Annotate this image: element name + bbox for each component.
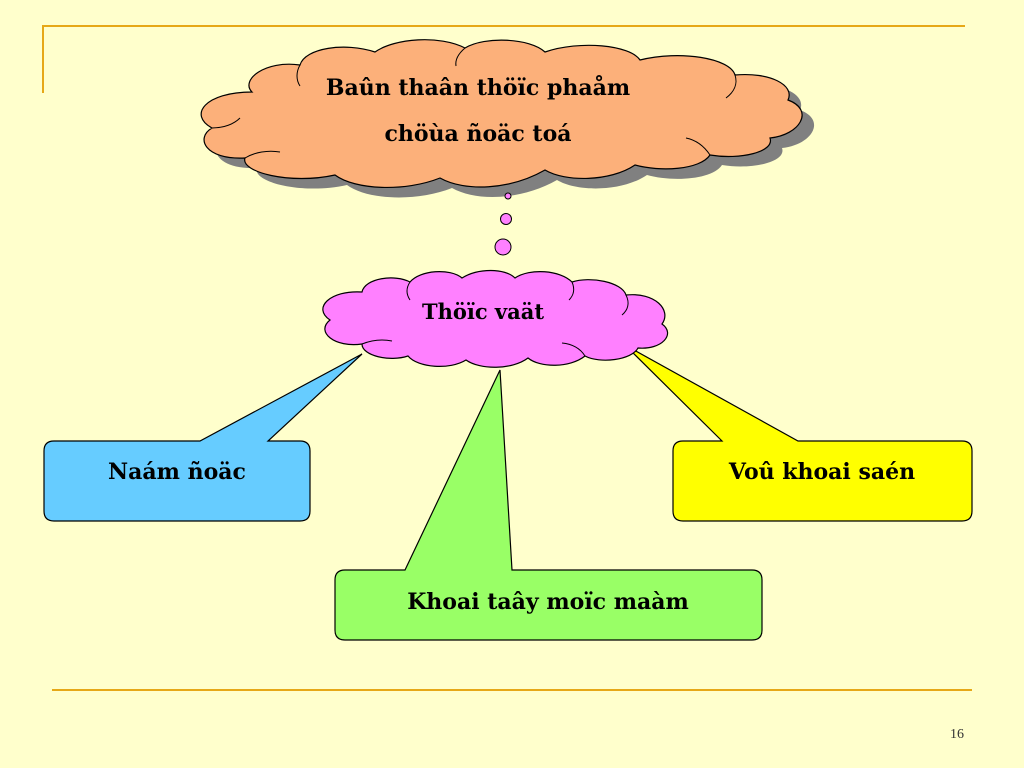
callout-cassava-shape <box>624 344 973 522</box>
callout-mushroom-shape <box>43 353 363 522</box>
thought-cloud-line1: Baûn thaân thöïc phaåm <box>326 75 630 101</box>
center-cloud-shape <box>322 269 669 368</box>
center-cloud-label: Thöïc vaät <box>422 299 544 324</box>
frame-accent-line <box>42 25 965 93</box>
callout-mushroom-label: Naám ñoäc <box>108 459 246 485</box>
thought-bubble-small <box>504 192 512 200</box>
callout-potato: Khoai taây moïc maàm <box>334 369 763 641</box>
callout-potato-shape <box>334 369 763 641</box>
callout-potato-label: Khoai taây moïc maàm <box>407 589 689 615</box>
callout-cassava-label: Voû khoai saén <box>728 459 915 485</box>
page-number: 16 <box>950 727 964 742</box>
thought-bubble-medium <box>500 213 512 225</box>
thought-bubble-large <box>494 238 512 256</box>
thought-cloud: Baûn thaân thöïc phaåm chöùa ñoäc toá <box>200 39 815 198</box>
callout-cassava: Voû khoai saén <box>624 344 973 522</box>
callout-mushroom: Naám ñoäc <box>43 353 363 522</box>
thought-cloud-shape <box>200 39 803 189</box>
center-cloud: Thöïc vaät <box>322 269 669 368</box>
thought-cloud-line2: chöùa ñoäc toá <box>384 121 571 147</box>
